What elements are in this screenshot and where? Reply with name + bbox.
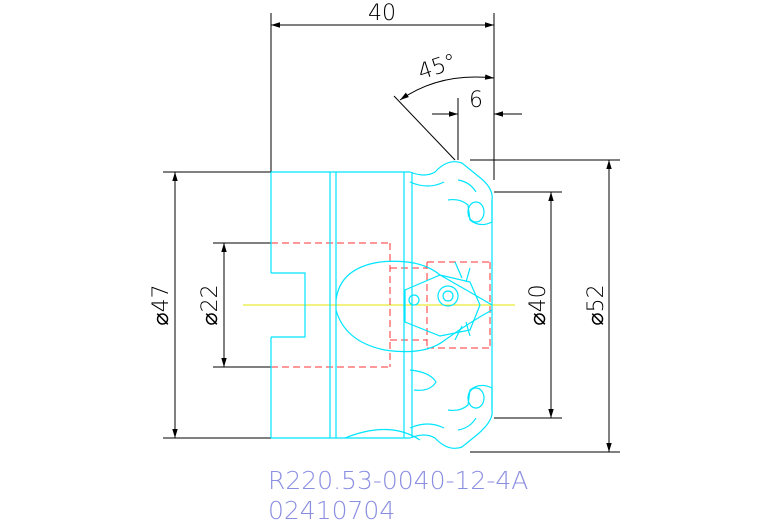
tool-outline (270, 161, 493, 449)
dim-dia-47: ⌀47 (149, 284, 174, 325)
dim-dia-22: ⌀22 (198, 284, 223, 325)
part-code: R220.53-0040-12-4A (268, 466, 528, 495)
dim-length-40: 40 (368, 1, 396, 26)
dim-dia-40: ⌀40 (526, 284, 551, 325)
part-number: 02410704 (268, 496, 395, 523)
dimension-lines (163, 13, 620, 453)
dim-dia-52: ⌀52 (584, 284, 609, 325)
dim-chamfer-6: 6 (469, 88, 483, 113)
dim-angle-45: 45° (415, 50, 460, 86)
